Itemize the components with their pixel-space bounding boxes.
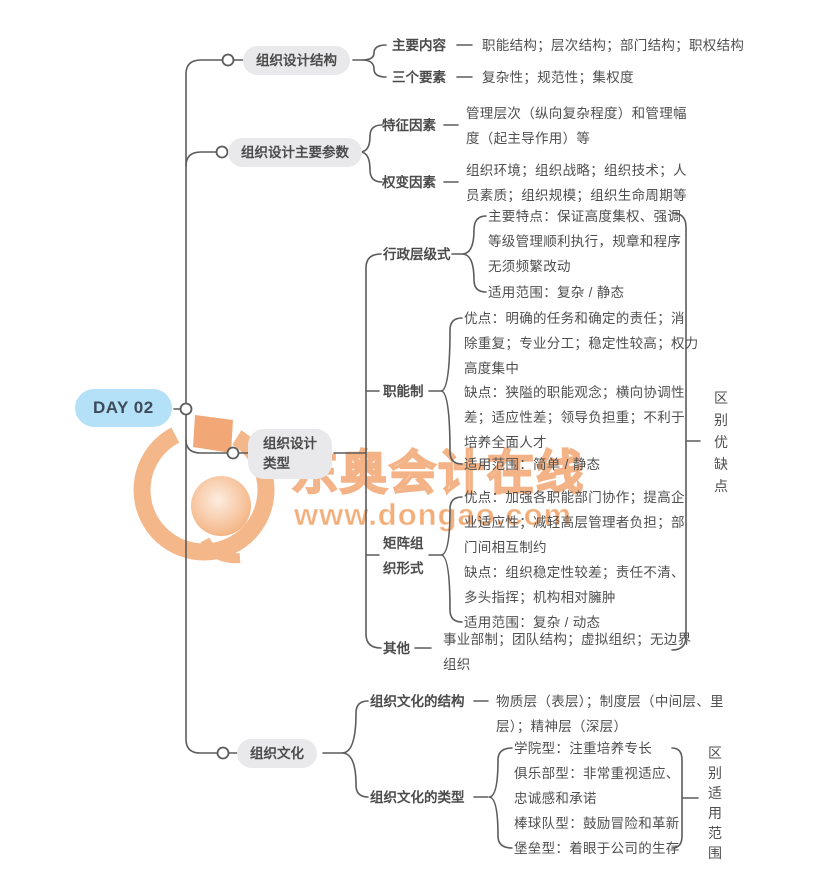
b4-dot <box>216 746 230 760</box>
topic-design-types: 组织设计 类型 <box>248 429 332 479</box>
b3-juzhen-cons: 缺点：组织稳定性较差；责任不清、 多头指挥；机构相对臃肿 <box>464 565 685 605</box>
b3-xingzheng-brace <box>451 215 487 293</box>
b2-child1-text: 管理层次（纵向复杂程度）和管理幅 度（起主导作用）等 <box>466 106 687 146</box>
root-dot <box>179 402 193 416</box>
b3-right-bracket <box>671 212 701 651</box>
b3-xingzheng-label: 行政层级式 <box>383 247 451 262</box>
b3-qita-label: 其他 <box>383 641 410 656</box>
watermark-brand-text: 东奥会计在线 <box>290 445 585 500</box>
b3-zhineng-cons: 缺点：狭隘的职能观念；横向协调性 差；适应性差；领导负担重；不利于 培养全面人才 <box>464 385 685 450</box>
b3-juzhen-label: 矩阵组 织形式 <box>383 536 424 576</box>
b3-side-note: 区 别 优 缺 点 <box>714 390 728 494</box>
b4-jiegou-label: 组织文化的结构 <box>370 694 465 709</box>
b3-spine-ticks <box>333 390 380 556</box>
branch3-elbow <box>185 439 229 454</box>
b1-child2-label: 三个要素 <box>392 70 446 85</box>
b4-jiegou-text: 物质层（表层）；制度层（中间层、里 层）；精神层（深层） <box>496 694 724 734</box>
b1-dashes <box>352 44 473 78</box>
b3-xingzheng-scope: 适用范围：复杂 / 静态 <box>488 285 625 300</box>
b4-type-item-2: 俱乐部型：非常重视适应、 忠诚感和承诺 <box>514 766 680 806</box>
b3-zhineng-scope: 适用范围：简单 / 静态 <box>464 457 601 472</box>
b3-zhineng-pros: 优点：明确的任务和确定的责任；消 除重复；专业分工；稳定性较高；权力 高度集中 <box>464 311 699 376</box>
b3-dot <box>226 446 240 460</box>
topic-design-parameters: 组织设计主要参数 <box>228 138 362 167</box>
b4-side-note: 区 别 适 用 范 围 <box>708 745 722 861</box>
b3-juzhen-pros: 优点：加强各职能部门协作；提高企 业适应性；减轻高层管理者负担；部 门间相互制约 <box>464 490 685 555</box>
b4-right-bracket <box>671 747 699 849</box>
b1-dot <box>221 53 235 67</box>
b4-type-item-1: 学院型：注重培养专长 <box>514 741 652 756</box>
watermark-url-text: www.dongao.com <box>293 497 573 533</box>
b2-child2-text: 组织环境；组织战略；组织技术；人 员素质；组织规模；组织生命周期等 <box>466 163 687 203</box>
topic-org-culture: 组织文化 <box>237 739 317 768</box>
b2-child1-label: 特征因素 <box>382 118 436 133</box>
b1-child1-text: 职能结构；层次结构；部门结构；职权结构 <box>482 38 745 53</box>
root-node: DAY 02 <box>75 389 172 427</box>
b4-type-item-3: 棒球队型：鼓励冒险和革新 <box>514 816 680 831</box>
b3-zhineng-brace <box>428 317 463 465</box>
b3-zhineng-label: 职能制 <box>383 384 424 399</box>
b2-child2-label: 权变因素 <box>382 175 436 190</box>
b1-child2-text: 复杂性；规范性；集权度 <box>482 70 634 85</box>
b4-dashes <box>322 700 489 798</box>
b3-qita-text: 事业部制；团队结构；虚拟组织；无边界 组织 <box>443 632 692 672</box>
b4-types-brace <box>488 747 513 849</box>
b3-juzhen-scope: 适用范围：复杂 / 动态 <box>464 615 601 630</box>
b4-type-item-4: 堡垒型：着眼于公司的生存 <box>514 841 680 856</box>
b3-xingzheng-features: 主要特点：保证高度集权、强调 等级管理顺利执行，规章和程序 无须频繁改动 <box>488 209 682 274</box>
b1-child1-label: 主要内容 <box>392 38 446 53</box>
b2-dot <box>215 145 229 159</box>
topic-design-structure: 组织设计结构 <box>243 46 350 75</box>
branch2-elbow <box>185 151 218 167</box>
b3-spine <box>365 253 382 649</box>
b4-leixing-label: 组织文化的类型 <box>370 790 465 805</box>
b3-juzhen-brace <box>428 496 463 623</box>
